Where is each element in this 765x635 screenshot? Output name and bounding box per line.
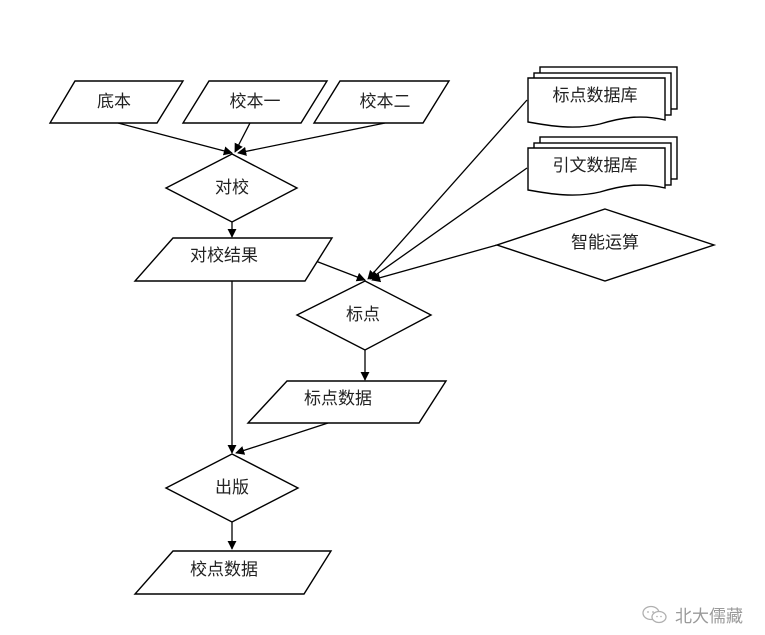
node-duijiao-result: 对校结果 [133, 237, 334, 282]
node-diben: 底本 [48, 80, 185, 124]
edge-jiaoben2-duijiao [237, 122, 386, 156]
node-label: 标点数据 [304, 389, 372, 409]
edge-jiaoben1-duijiao [234, 122, 251, 153]
node-label: 对校 [215, 178, 249, 198]
node-jiaoben1: 校本一 [181, 80, 329, 124]
watermark: 北大儒藏 [641, 602, 743, 627]
node-label: 底本 [97, 92, 131, 112]
node-jiaodian-data: 校点数据 [133, 550, 333, 595]
node-biaodian-db: 标点数据库 [527, 66, 678, 128]
node-biaodian-data: 标点数据 [246, 380, 448, 424]
node-label: 标点 [346, 305, 380, 325]
node-yinwen-db: 引文数据库 [527, 136, 678, 196]
node-label: 智能运算 [571, 233, 639, 253]
node-duijiao: 对校 [164, 153, 299, 223]
node-biaodian: 标点 [295, 280, 433, 351]
edge-data-chuban [235, 422, 329, 455]
node-label: 标点数据库 [553, 86, 638, 106]
node-jiaoben2: 校本二 [312, 80, 451, 124]
watermark-text: 北大儒藏 [675, 607, 743, 627]
node-zhineng: 智能运算 [494, 208, 717, 282]
node-label: 对校结果 [190, 246, 258, 266]
edges [117, 99, 528, 550]
node-chuban: 出版 [164, 453, 300, 523]
edge-yinwendb-biaodian [369, 167, 528, 280]
node-label: 引文数据库 [553, 156, 638, 176]
edge-biaodiandb-biaodian [367, 99, 528, 280]
edge-zhineng-biaodian [371, 244, 498, 283]
node-label: 校点数据 [190, 560, 258, 580]
edge-diben-duijiao [117, 122, 233, 156]
node-label: 出版 [215, 478, 249, 498]
node-label: 校本一 [230, 92, 281, 112]
node-label: 校本二 [360, 92, 411, 112]
edge-result-biaodian [312, 259, 366, 282]
wechat-icon [642, 605, 667, 623]
